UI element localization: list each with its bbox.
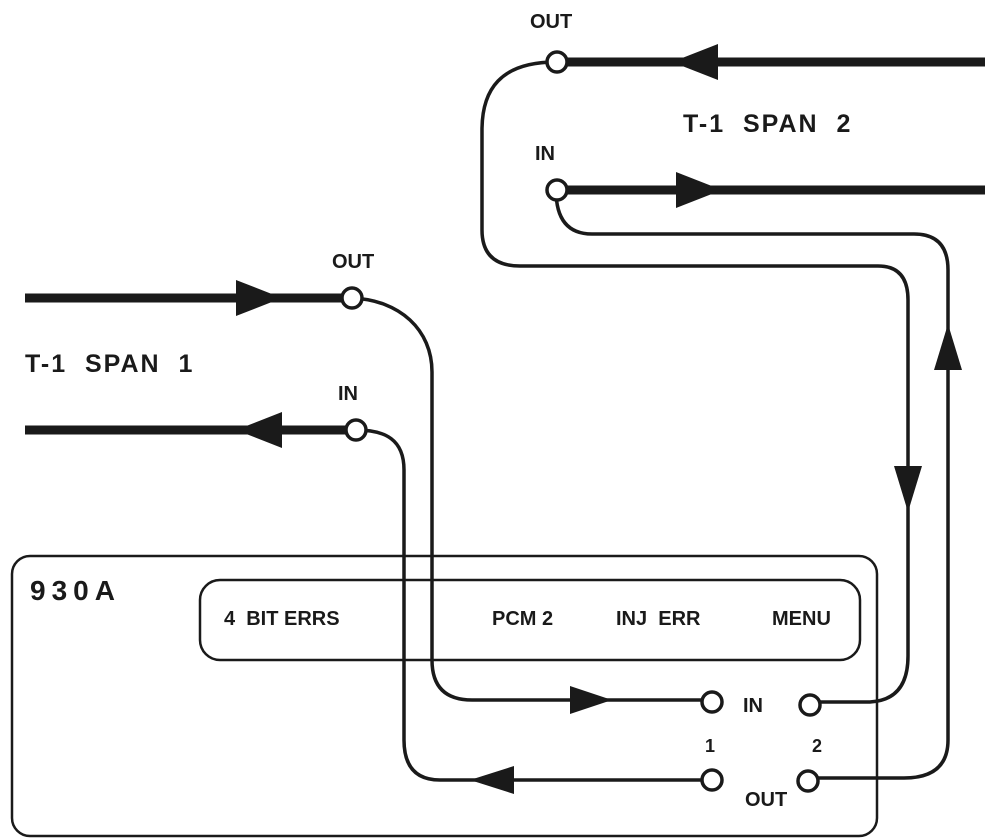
cable-out1-to-span1-in (354, 428, 712, 782)
span1-in-arrow (236, 412, 282, 448)
patch-cables (350, 60, 962, 794)
port-1-label: 1 (705, 736, 715, 756)
span1-out-jack[interactable] (340, 286, 364, 310)
cable-in1-arrow (570, 686, 612, 714)
cable-span1-out-to-in1 (350, 296, 712, 702)
cable-in2-arrow (894, 466, 922, 512)
cable-span2-out-to-in2 (480, 60, 910, 704)
span2-group: OUT IN T-1 SPAN 2 (530, 11, 985, 208)
instrument-930a: 930A 4 BIT ERRS PCM 2 INJ ERR MENU IN 1 … (10, 554, 879, 838)
span1-group: OUT IN T-1 SPAN 1 (25, 251, 374, 448)
port-out-label: OUT (745, 789, 787, 811)
port-in1-jack[interactable] (700, 690, 724, 714)
span2-title: T-1 SPAN 2 (683, 110, 852, 138)
span2-in-label: IN (535, 143, 555, 165)
port-out1-jack[interactable] (700, 768, 724, 792)
display-menu: MENU (772, 608, 831, 630)
span2-in-arrow (676, 172, 722, 208)
span1-out-arrow (236, 280, 282, 316)
display-inj-err: INJ ERR (616, 608, 701, 630)
cable-out1-arrow (470, 766, 514, 794)
span1-title: T-1 SPAN 1 (25, 350, 194, 378)
span1-in-label: IN (338, 383, 358, 405)
port-out2-jack[interactable] (796, 769, 820, 793)
cable-out2-arrow (934, 324, 962, 370)
port-2-label: 2 (812, 736, 822, 756)
span2-out-label: OUT (530, 11, 572, 33)
port-in2-jack[interactable] (798, 693, 822, 717)
instrument-body (10, 554, 879, 838)
port-in-label: IN (743, 695, 763, 717)
display-pcm: PCM 2 (492, 608, 553, 630)
instrument-model: 930A (30, 575, 121, 606)
instrument-display (198, 578, 862, 662)
span1-out-label: OUT (332, 251, 374, 273)
cable-out2-to-span2-in (554, 188, 950, 780)
span2-out-jack[interactable] (545, 50, 569, 74)
span2-in-jack[interactable] (545, 178, 569, 202)
display-mode: 4 BIT ERRS (224, 608, 340, 630)
span1-in-jack[interactable] (344, 418, 368, 442)
span2-out-arrow (672, 44, 718, 80)
